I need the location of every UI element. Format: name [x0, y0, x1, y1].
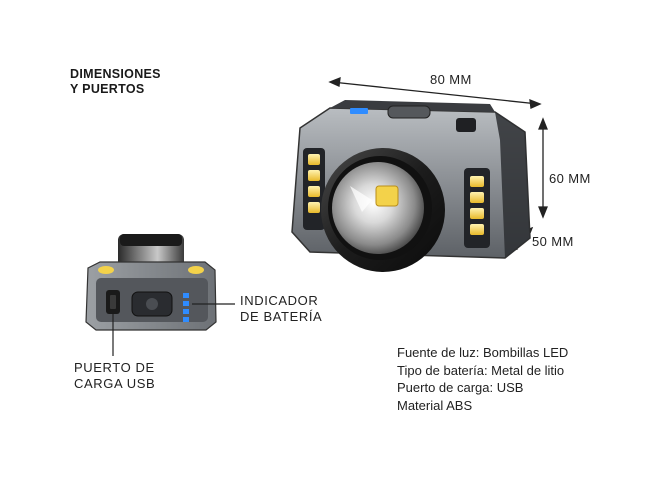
main-led-chip	[375, 185, 399, 207]
width-arrow-head-right	[529, 98, 542, 109]
power-button	[387, 105, 431, 119]
rear-led-left	[98, 266, 114, 274]
rear-led-right	[188, 266, 204, 274]
width-arrow-line	[331, 81, 539, 105]
spec-battery-type: Tipo de batería: Metal de litio	[397, 362, 565, 378]
section-heading: DIMENSIONES Y PUERTOS	[70, 67, 161, 97]
right-led-3	[470, 208, 484, 219]
spec-material: Material ABS	[397, 397, 473, 413]
left-led-3	[308, 186, 320, 197]
height-arrow-head-top	[538, 117, 548, 130]
right-led-2	[470, 192, 484, 203]
heading-line-2: Y PUERTOS	[70, 82, 145, 96]
height-label: 60 MM	[549, 171, 591, 186]
battery-callout-line-1: INDICADOR	[240, 293, 319, 308]
heading-line-1: DIMENSIONES	[70, 67, 161, 81]
charging-port-callout: PUERTO DE CARGA USB	[74, 360, 155, 392]
right-led-1	[470, 176, 484, 187]
headlamp-front-view	[291, 100, 531, 272]
depth-label: 50 MM	[532, 234, 574, 249]
reflector	[332, 162, 424, 254]
right-led-4	[470, 224, 484, 235]
housing-side	[495, 112, 530, 258]
battery-indicator-callout: INDICADOR DE BATERÍA	[240, 293, 322, 325]
port-callout-line-2: CARGA USB	[74, 376, 156, 391]
battery-led-4	[183, 317, 189, 322]
port-callout-line-1: PUERTO DE	[74, 360, 155, 375]
left-led-1	[308, 154, 320, 165]
mode-switch	[456, 118, 476, 132]
battery-led-2	[183, 301, 189, 306]
headlamp-rear-view	[85, 234, 217, 331]
reflector-highlight	[350, 186, 372, 212]
spec-list: Fuente de luz: Bombillas LED Tipo de bat…	[397, 344, 568, 414]
battery-led-1	[183, 293, 189, 298]
usb-port-inner	[110, 295, 116, 309]
width-arrow-head-left	[328, 76, 341, 87]
spec-charging-port: Puerto de carga: USB	[397, 380, 524, 395]
spec-light-source: Fuente de luz: Bombillas LED	[397, 345, 569, 360]
left-led-4	[308, 202, 320, 213]
rear-button-icon	[146, 298, 158, 310]
width-label: 80 MM	[430, 72, 472, 87]
rear-barrel-ring	[120, 234, 182, 246]
battery-led-3	[183, 309, 189, 314]
battery-callout-line-2: DE BATERÍA	[240, 309, 323, 324]
height-arrow-head-bottom	[538, 206, 548, 219]
left-led-2	[308, 170, 320, 181]
top-battery-indicator	[350, 108, 368, 114]
